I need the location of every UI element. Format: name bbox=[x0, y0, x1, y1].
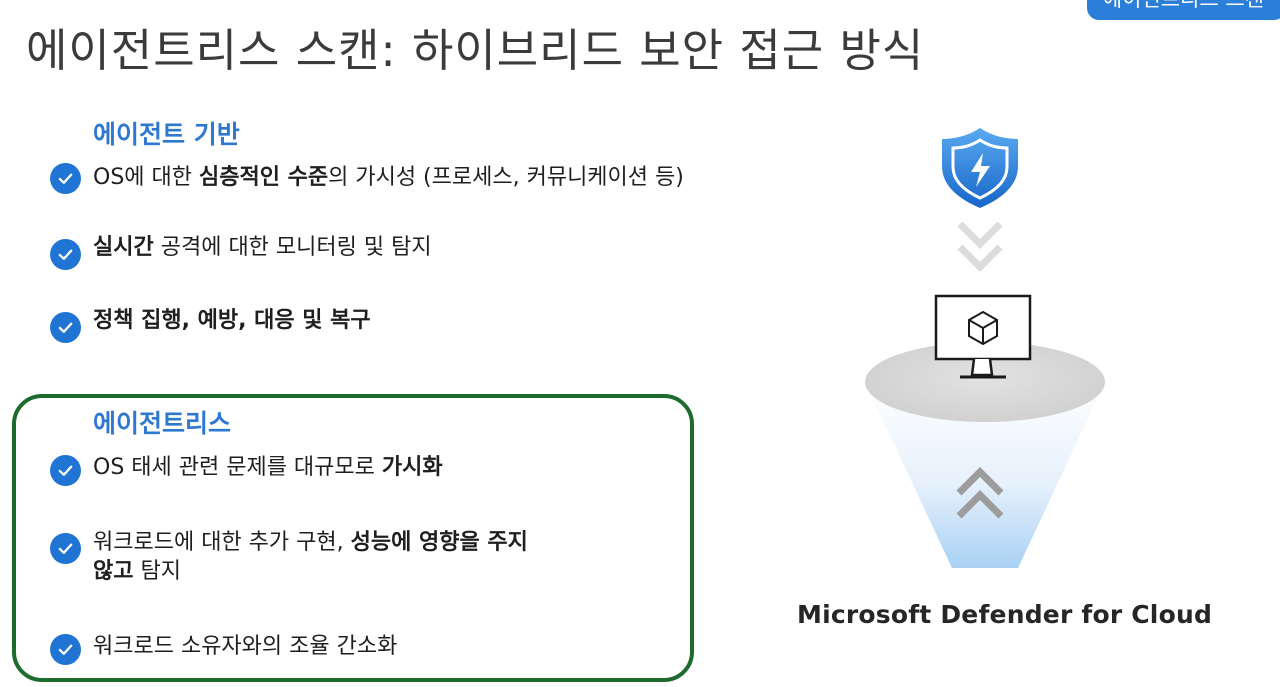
badge-label: 에이전트리스 스캔 bbox=[1103, 0, 1264, 14]
double-chevron-up-icon bbox=[956, 467, 1004, 519]
agentless-scan-badge: 에이전트리스 스캔 bbox=[1086, 0, 1280, 20]
checkmark-icon bbox=[50, 163, 81, 194]
double-chevron-down-icon bbox=[957, 221, 1003, 272]
agent-based-heading: 에이전트 기반 bbox=[93, 120, 240, 149]
monitor-cube-icon bbox=[934, 294, 1032, 379]
list-item: 정책 집행, 예방, 대응 및 복구 bbox=[50, 308, 371, 343]
checkmark-icon bbox=[50, 533, 81, 564]
checkmark-icon bbox=[50, 239, 81, 270]
list-item: OS 태세 관련 문제를 대규모로 가시화 bbox=[50, 455, 443, 486]
platform-ellipse bbox=[865, 342, 1105, 422]
agentless-highlight-box bbox=[12, 394, 694, 682]
page-title: 에이전트리스 스캔: 하이브리드 보안 접근 방식 bbox=[26, 24, 925, 77]
defender-illustration bbox=[865, 128, 1105, 568]
list-item: 실시간 공격에 대한 모니터링 및 탐지 bbox=[50, 235, 432, 270]
defender-caption: Microsoft Defender for Cloud bbox=[797, 600, 1213, 629]
checkmark-icon bbox=[50, 455, 81, 486]
shield-lightning-icon bbox=[942, 128, 1018, 208]
checkmark-icon bbox=[50, 312, 81, 343]
list-item: 워크로드 소유자와의 조율 간소화 bbox=[50, 634, 397, 665]
bullet-text: OS 태세 관련 문제를 대규모로 가시화 bbox=[93, 455, 443, 480]
agentless-heading: 에이전트리스 bbox=[93, 409, 232, 438]
bullet-text: 정책 집행, 예방, 대응 및 복구 bbox=[93, 308, 371, 333]
bullet-text: OS에 대한 심층적인 수준의 가시성 (프로세스, 커뮤니케이션 등) bbox=[93, 165, 684, 190]
list-item: OS에 대한 심층적인 수준의 가시성 (프로세스, 커뮤니케이션 등) bbox=[50, 163, 684, 194]
checkmark-icon bbox=[50, 634, 81, 665]
bullet-text: 워크로드 소유자와의 조율 간소화 bbox=[93, 634, 398, 659]
bullet-text: 실시간 공격에 대한 모니터링 및 탐지 bbox=[93, 235, 432, 260]
